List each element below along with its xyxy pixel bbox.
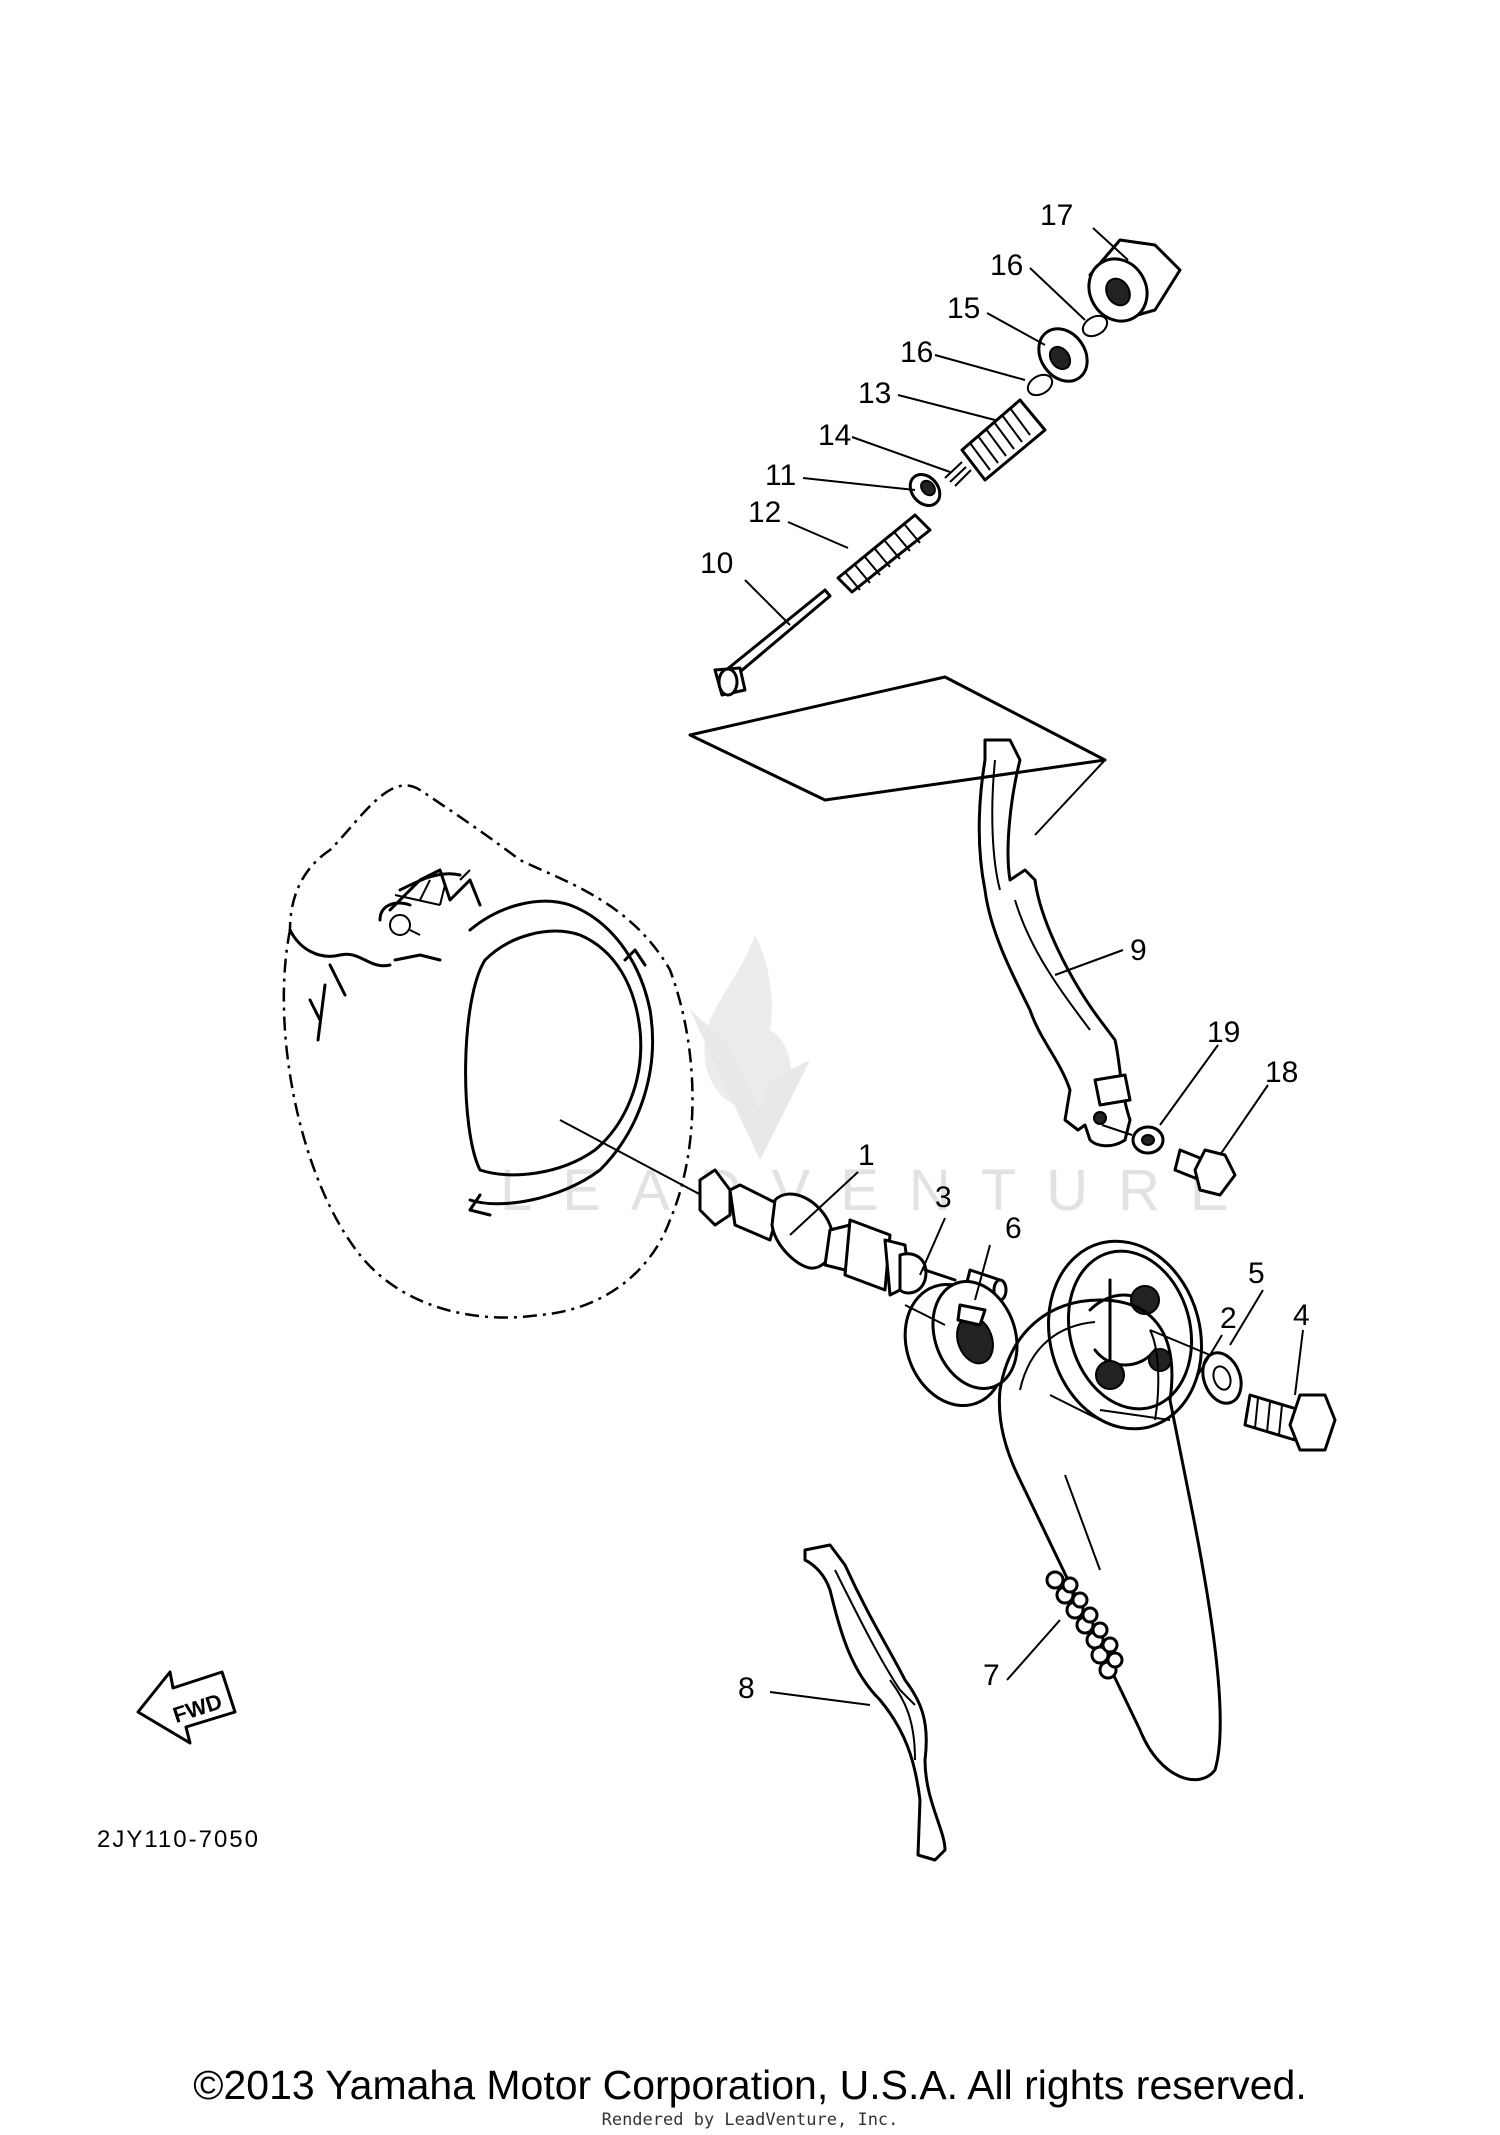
callout-5: 5	[1248, 1257, 1265, 1290]
callout-13: 13	[858, 377, 891, 410]
leader-line-camshaft-boss	[904, 1304, 946, 1326]
tensioner-rod	[713, 588, 832, 697]
callout-10: 10	[700, 547, 733, 580]
sprocket-bolt	[1243, 1393, 1337, 1452]
fwd-arrow-icon: FWD	[136, 1670, 237, 1745]
guide-washer	[1131, 1125, 1165, 1155]
tensioner-nut	[1037, 327, 1089, 383]
callout-9: 9	[1130, 934, 1147, 967]
leader-line-sprocket-washer	[1149, 1329, 1211, 1356]
small-spring	[944, 461, 972, 487]
cap-bolt	[1087, 238, 1182, 323]
o-ring-upper	[1081, 314, 1109, 338]
callout-19: 19	[1207, 1016, 1240, 1049]
copyright-notice: ©2013 Yamaha Motor Corporation, U.S.A. A…	[193, 2062, 1307, 2108]
callout-4: 4	[1293, 1299, 1310, 1332]
sprocket-washer	[1201, 1351, 1243, 1405]
guide-bolt	[1173, 1148, 1237, 1197]
callout-1: 1	[858, 1139, 875, 1172]
callout-3: 3	[935, 1181, 952, 1214]
callout-7: 7	[983, 1659, 1000, 1692]
callout-15: 15	[947, 292, 980, 325]
tensioner-body	[960, 398, 1047, 482]
cam-chain	[997, 1298, 1222, 1781]
leadventure-watermark: LEADVENTURE	[500, 935, 1259, 1223]
callout-2: 2	[1220, 1302, 1237, 1335]
tensioner-assembly-bracket	[688, 675, 1107, 836]
diagram-part-code: 2JY110-7050	[97, 1826, 260, 1853]
chain-links	[1045, 1570, 1124, 1680]
callout-numbers: 1 2 3 4 5 6 7 8 9 10 11 12 13 14 15 16 1…	[700, 199, 1310, 1705]
cam-boss	[903, 1280, 1019, 1408]
tensioner-spring	[836, 513, 932, 594]
o-ring-lower	[1026, 373, 1054, 397]
leader-line-boss-sprocket	[1049, 1394, 1101, 1421]
leader-line-head-camshaft	[559, 1119, 721, 1206]
callout-17: 17	[1040, 199, 1073, 232]
callout-leaders	[744, 227, 1304, 1706]
callout-8: 8	[738, 1672, 755, 1705]
leader-line-guide-washer	[1101, 1124, 1133, 1136]
callout-18: 18	[1265, 1056, 1298, 1089]
chain-guide-upper	[977, 738, 1132, 1148]
camshaft	[698, 1168, 957, 1297]
callout-16a: 16	[900, 336, 933, 369]
cam-sprocket	[1046, 1239, 1204, 1431]
callout-6: 6	[1005, 1212, 1022, 1245]
callout-14: 14	[818, 419, 851, 452]
callout-16b: 16	[990, 249, 1023, 282]
spring-retainer	[908, 473, 942, 507]
callout-11: 11	[765, 459, 796, 492]
chain-guide-lower	[803, 1543, 947, 1862]
rendered-by-notice: Rendered by LeadVenture, Inc.	[601, 2110, 899, 2130]
cylinder-head-outline	[282, 784, 694, 1319]
watermark-text: LEADVENTURE	[500, 1158, 1259, 1223]
callout-12: 12	[748, 496, 781, 529]
